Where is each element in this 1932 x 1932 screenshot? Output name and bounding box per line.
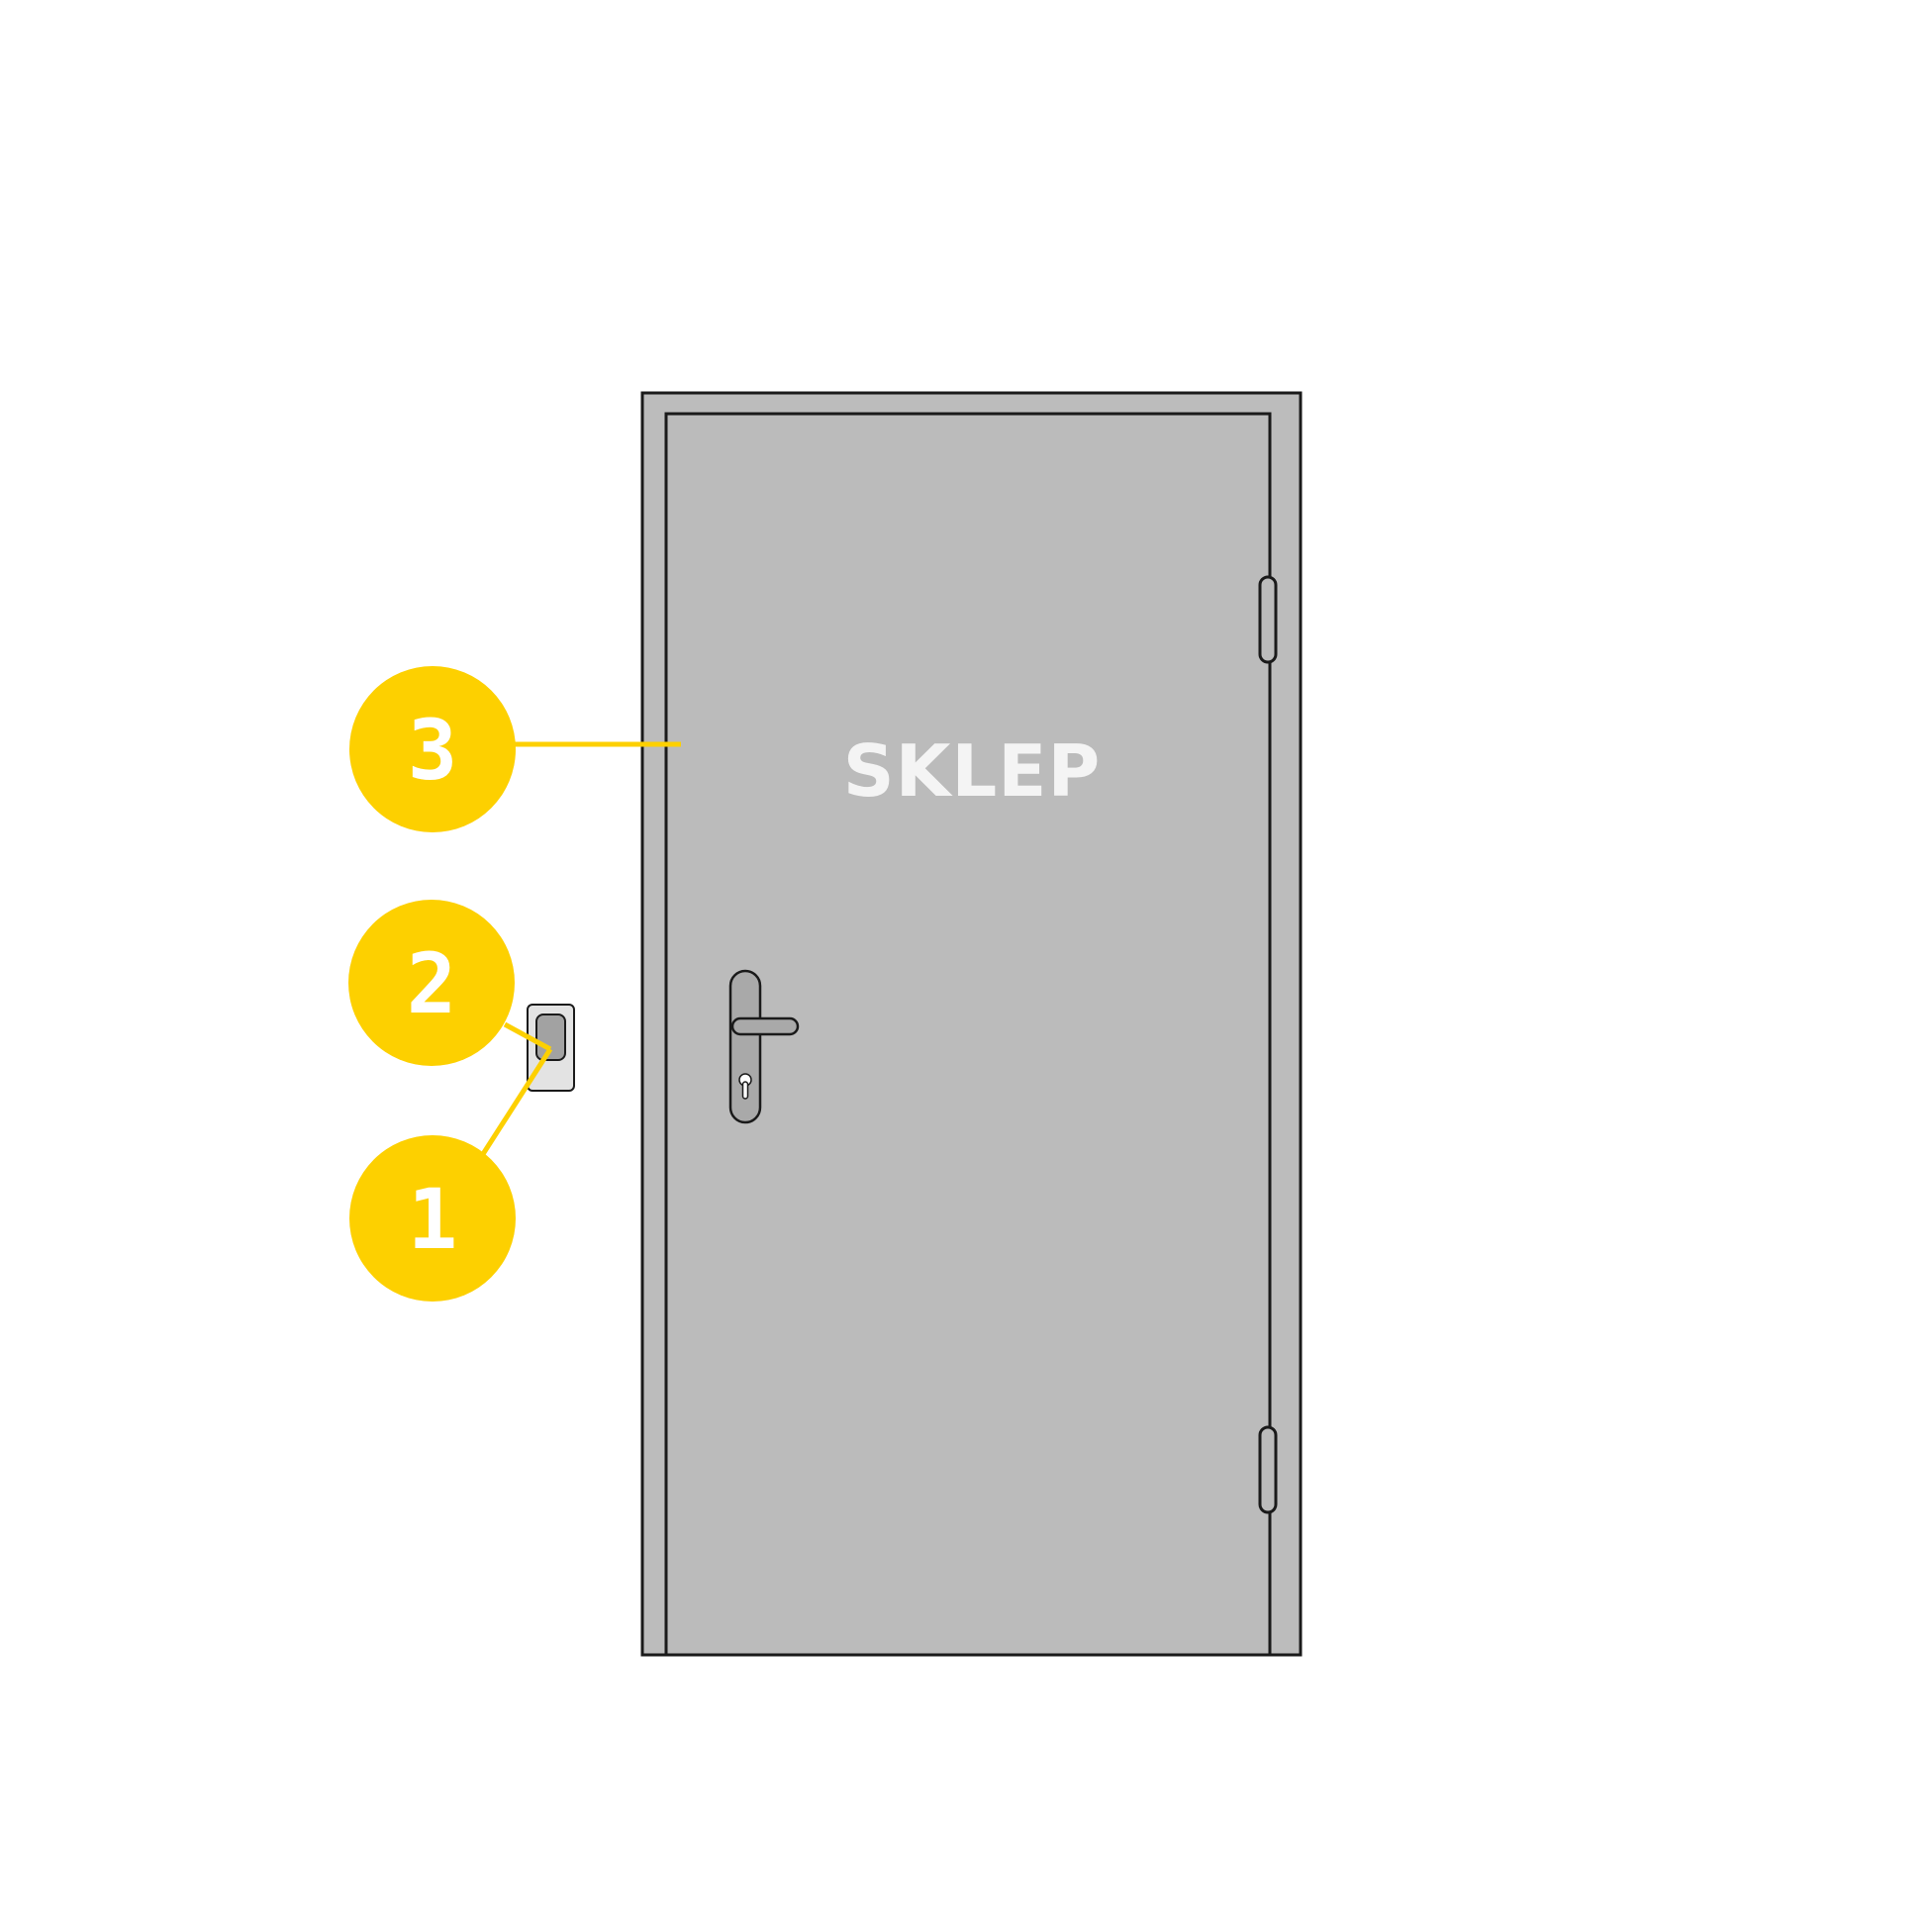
marker-circle	[349, 1135, 516, 1302]
marker-number: 1	[408, 1171, 458, 1268]
marker-circle	[349, 666, 516, 832]
leader-line-2	[503, 1021, 552, 1052]
handle-lever	[730, 1016, 800, 1036]
handle-backplate	[728, 969, 762, 1124]
door-sign: SKLEP	[843, 729, 1101, 813]
switch-button	[535, 1014, 566, 1061]
marker-number: 2	[407, 935, 457, 1032]
marker-circle	[348, 900, 515, 1066]
marker-3: 3	[349, 666, 516, 832]
lower-hinge	[1258, 1425, 1278, 1514]
door-handle	[728, 969, 800, 1124]
leader-line-1	[480, 1047, 553, 1156]
marker-number: 3	[408, 702, 458, 799]
marker-1: 1	[349, 1135, 516, 1302]
marker-2: 2	[348, 900, 515, 1066]
upper-hinge	[1258, 575, 1278, 664]
keyhole-slot	[741, 1081, 749, 1100]
